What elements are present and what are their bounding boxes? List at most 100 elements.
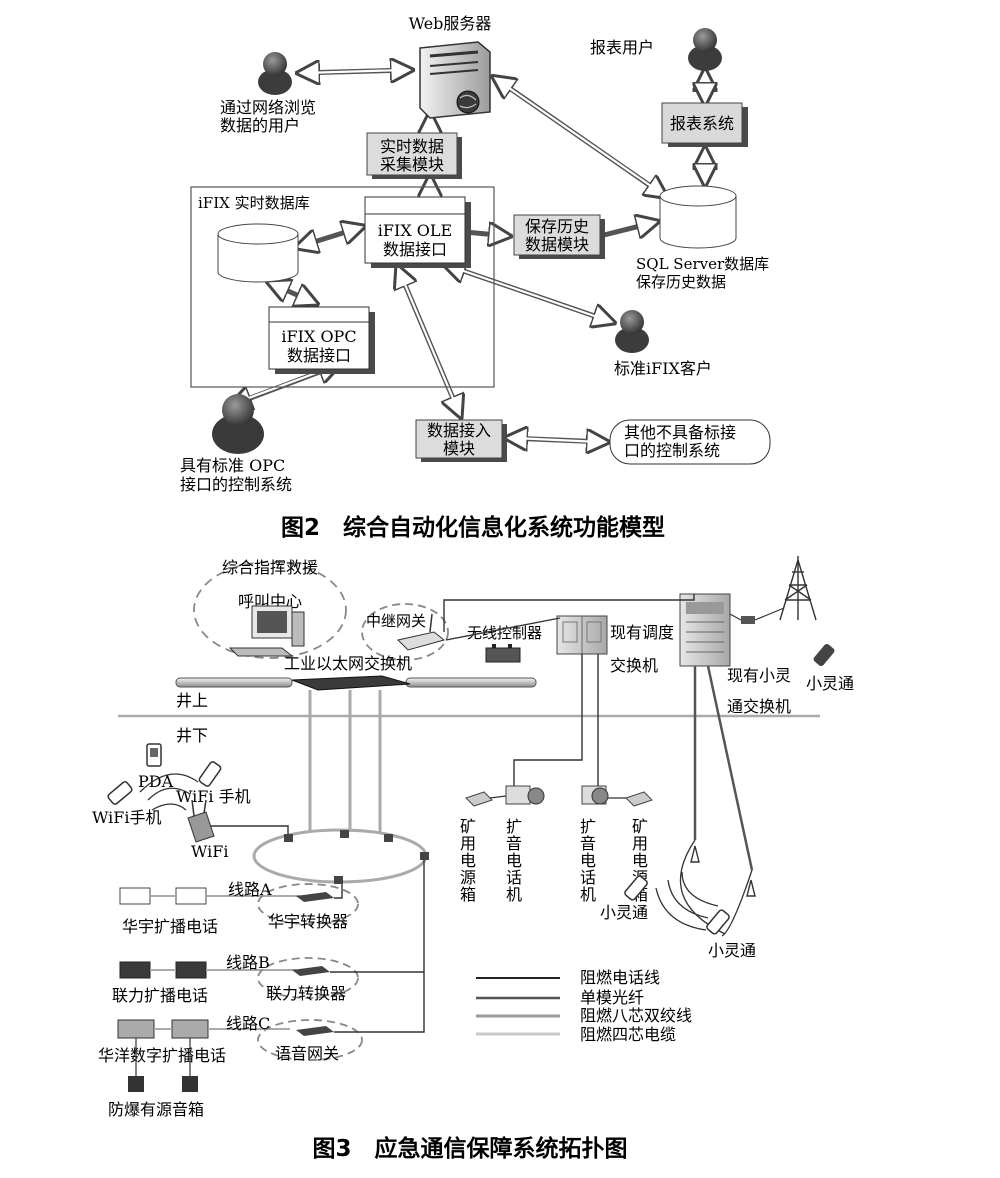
tower-brace xyxy=(788,584,812,601)
globe-icon xyxy=(456,90,480,114)
base-station-box-icon xyxy=(741,616,755,624)
phone-body xyxy=(107,781,133,805)
huayang-line-c: 线路C 语音网关 华洋数字扩播电话 防爆有源音箱 xyxy=(98,1014,363,1119)
arrow-highlight xyxy=(500,81,660,193)
command-center-dashed-zone xyxy=(193,561,347,659)
cylinder-top xyxy=(217,223,299,245)
standard-client-label: 标准iFIX客户 xyxy=(614,359,712,378)
phs-curve-2 xyxy=(721,869,753,937)
report-user-label: 报表用户 xyxy=(590,38,654,57)
person-body xyxy=(212,414,264,454)
phone-body xyxy=(505,785,531,805)
box-face xyxy=(364,196,466,264)
vertical-char: 音 xyxy=(580,834,596,853)
controller-knob xyxy=(508,644,512,648)
underground-label: 井下 xyxy=(176,726,208,745)
phone-speaker xyxy=(591,787,609,805)
ring-node xyxy=(420,852,429,860)
server-slot xyxy=(429,50,479,58)
phs-phone-top-icon xyxy=(813,643,835,667)
vertical-char: 用 xyxy=(460,834,476,853)
person-head xyxy=(620,310,644,334)
cabinet-panel xyxy=(586,621,602,643)
browse-user-label-1: 通过网络浏览 xyxy=(220,98,316,117)
cabinet-to-station-line xyxy=(729,613,742,621)
wifi-phone-2-label: WiFi手机 xyxy=(92,808,162,827)
phs-phone-2-label: 小灵通 xyxy=(708,941,756,960)
cabinet-panel xyxy=(562,621,578,643)
wifi-to-ring-line xyxy=(210,825,289,834)
converter-uplinks xyxy=(330,860,425,1033)
data-access-module: 数据接入 模块 xyxy=(415,419,507,462)
ifix-opc-interface-box: iFIX OPC 数据接口 xyxy=(268,306,375,374)
arrow-highlight xyxy=(512,436,602,444)
wifi-phone-1-icon xyxy=(198,761,222,787)
gateway-antenna xyxy=(429,613,433,633)
huayang-phone-label: 华洋数字扩播电话 xyxy=(98,1046,226,1065)
dispatch-switch-cabinet-icon xyxy=(556,615,608,655)
wireless-controller-label: 无线控制器 xyxy=(467,624,542,642)
gateway-body xyxy=(397,631,446,651)
wifi-phone-2-icon xyxy=(107,781,133,805)
vertical-char: 扩 xyxy=(506,817,522,836)
ifix-ole-label-1: iFIX OLE xyxy=(378,221,452,240)
save-history-module: 保存历史 数据模块 xyxy=(513,214,605,259)
ring-node xyxy=(340,830,349,838)
report-user-person-icon xyxy=(688,28,722,71)
monitor-screen xyxy=(257,611,287,633)
phs-antenna-2-icon xyxy=(746,879,756,897)
phs-phone-2-icon xyxy=(706,909,730,935)
speaker-box-icon xyxy=(128,1076,144,1092)
access-module-label-1: 数据接入 xyxy=(427,421,491,440)
box-face xyxy=(366,132,458,176)
line-c-label: 线路C xyxy=(226,1014,270,1033)
line-a-label: 线路A xyxy=(228,880,272,899)
phone-body xyxy=(624,875,648,901)
ethernet-switch-label: 工业以太网交换机 xyxy=(284,654,412,673)
box-body xyxy=(625,791,653,807)
phs-phone-1-icon xyxy=(624,875,648,901)
vertical-char: 电 xyxy=(632,851,648,870)
cylinder-body xyxy=(659,196,737,249)
vertical-char: 箱 xyxy=(460,885,476,904)
sql-server-database-cylinder xyxy=(659,185,737,249)
signal-arc xyxy=(151,803,187,811)
voice-gateway-zone xyxy=(257,1019,363,1061)
vertical-char: 电 xyxy=(506,851,522,870)
huayu-converter-icon xyxy=(296,892,334,902)
arrow-highlight xyxy=(399,273,459,410)
vertical-char: 扩 xyxy=(580,817,596,836)
web-server: Web服务器 xyxy=(409,14,491,119)
tower-leg xyxy=(797,559,817,621)
ifix-ole-interface-box: iFIX OLE 数据接口 xyxy=(364,196,471,268)
phs-phone-1-label: 小灵通 xyxy=(600,903,648,922)
wifi-access-point-icon xyxy=(187,799,215,843)
radio-tower-icon xyxy=(779,556,817,621)
ifix-ole-label-2: 数据接口 xyxy=(383,240,447,259)
vertical-char: 机 xyxy=(506,885,522,904)
huayu-phone-device xyxy=(119,887,151,905)
ethernet-bus-right xyxy=(405,677,537,688)
fig3-legend: 阻燃电话线 单模光纤 阻燃八芯双绞线 阻燃四芯电缆 xyxy=(476,968,692,1044)
voice-gateway-icon xyxy=(296,1026,334,1036)
phs-switch-label-2: 通交换机 xyxy=(727,697,791,716)
rounded-box xyxy=(609,419,771,465)
power-to-phone-line xyxy=(489,795,507,799)
browse-user-label-2: 数据的用户 xyxy=(220,116,300,135)
server-slot xyxy=(429,69,479,75)
phs-antenna-1-icon xyxy=(690,845,700,863)
phs-switch-cabinet-icon xyxy=(679,593,731,667)
controller-knob xyxy=(492,644,496,648)
wifi-phone-1-label: WiFi 手机 xyxy=(176,787,251,806)
opc-control-system-person-icon xyxy=(212,394,264,454)
dispatch-switch-label-1: 现有调度 xyxy=(610,623,674,642)
ifix-database-cylinder xyxy=(217,223,299,283)
wireless-controller-device-icon xyxy=(485,644,521,663)
report-system-box: 报表系统 xyxy=(661,102,748,147)
server-slot xyxy=(429,61,479,67)
mine-power-box-right-icon xyxy=(625,791,653,807)
realtime-collect-module: 实时数据 采集模块 xyxy=(366,132,462,179)
wifi-label: WiFi xyxy=(191,842,229,861)
cabinet-panel xyxy=(686,602,724,614)
